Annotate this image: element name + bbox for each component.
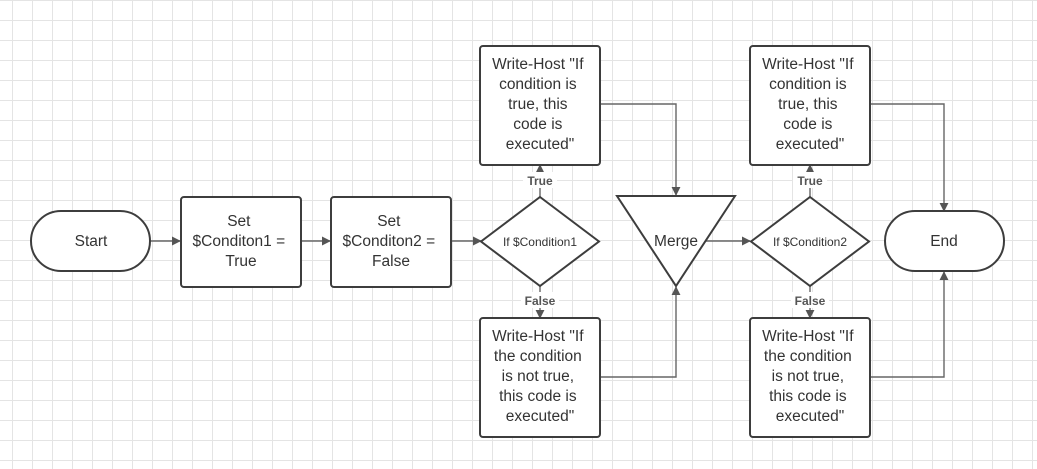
edge-write-true1-to-merge [600, 103, 681, 196]
svg-text:If $Condition2: If $Condition2 [773, 235, 847, 249]
end-node-label: End [930, 233, 958, 250]
write-host-true1-node[interactable]: Write-Host "If condition is true, this c… [479, 45, 601, 166]
svg-text:If $Condition1: If $Condition1 [503, 235, 577, 249]
set-condition1-line-3: True [225, 253, 256, 270]
start-node[interactable]: Start [30, 210, 151, 272]
write-host-true2-node[interactable]: Write-Host "If condition is true, this c… [749, 45, 871, 166]
write-host-false2-line-1: Write-Host "If [762, 328, 854, 345]
write-host-false2-line-5: executed" [776, 408, 844, 425]
svg-text:Write-Host "If the condi: Write-Host "If the condition is not true… [762, 328, 858, 425]
svg-text:Set $Conditon2 = F: Set $Conditon2 = False [343, 213, 440, 270]
write-host-false1-node[interactable]: Write-Host "If the condition is not true… [479, 317, 601, 438]
write-host-true1-line-4: code is [513, 116, 562, 133]
if2-false-label: False [795, 294, 826, 308]
write-host-true1-line-5: executed" [506, 136, 574, 153]
if2-true-label: True [797, 174, 823, 188]
svg-text:End: End [930, 233, 958, 250]
set-condition1-node[interactable]: Set $Conditon1 = True [180, 196, 302, 288]
set-condition2-line-2: $Conditon2 = [343, 233, 436, 250]
write-host-true2-line-5: executed" [776, 136, 844, 153]
edge-labels: True False True False [521, 172, 829, 308]
write-host-true2-line-4: code is [783, 116, 832, 133]
write-host-true2-line-3: true, this [778, 96, 838, 113]
merge-node[interactable]: Merge [615, 195, 737, 288]
if-condition1-label: If $Condition1 [503, 235, 577, 249]
edge-write-false2-to-end [870, 271, 949, 378]
merge-label: Merge [654, 233, 698, 250]
if-condition2-decision[interactable]: If $Condition2 [749, 195, 871, 288]
svg-text:Set $Conditon1 = T: Set $Conditon1 = True [193, 213, 290, 270]
end-node[interactable]: End [884, 210, 1005, 272]
set-condition2-line-1: Set [377, 213, 401, 230]
set-condition2-node[interactable]: Set $Conditon2 = False [330, 196, 452, 288]
set-condition2-line-3: False [372, 253, 410, 270]
write-host-true2-line-1: Write-Host "If [762, 56, 854, 73]
write-host-true1-line-1: Write-Host "If [492, 56, 584, 73]
write-host-true2-line-2: condition is [769, 76, 847, 93]
svg-text:Write-Host "If condition: Write-Host "If condition is true, this c… [762, 56, 858, 153]
set-condition1-line-2: $Conditon1 = [193, 233, 286, 250]
edge-write-false1-to-merge [600, 286, 681, 378]
if1-true-label: True [527, 174, 553, 188]
write-host-false2-node[interactable]: Write-Host "If the condition is not true… [749, 317, 871, 438]
svg-text:Write-Host "If the condi: Write-Host "If the condition is not true… [492, 328, 588, 425]
write-host-true1-line-2: condition is [499, 76, 577, 93]
write-host-false2-line-2: the condition [764, 348, 852, 365]
write-host-false1-line-5: executed" [506, 408, 574, 425]
start-node-label: Start [75, 233, 108, 250]
edge-write-true2-to-end [870, 103, 949, 212]
write-host-true1-line-3: true, this [508, 96, 568, 113]
write-host-false1-line-4: this code is [499, 388, 577, 405]
set-condition1-line-1: Set [227, 213, 251, 230]
write-host-false2-line-3: is not true, [772, 368, 844, 385]
write-host-false1-line-1: Write-Host "If [492, 328, 584, 345]
if1-false-label: False [525, 294, 556, 308]
write-host-false2-line-4: this code is [769, 388, 847, 405]
write-host-false1-line-2: the condition [494, 348, 582, 365]
if-condition2-label: If $Condition2 [773, 235, 847, 249]
svg-text:Write-Host "If condition: Write-Host "If condition is true, this c… [492, 56, 588, 153]
svg-text:Merge: Merge [654, 233, 698, 250]
write-host-false1-line-3: is not true, [502, 368, 574, 385]
if-condition1-decision[interactable]: If $Condition1 [479, 195, 601, 288]
svg-text:Start: Start [75, 233, 108, 250]
